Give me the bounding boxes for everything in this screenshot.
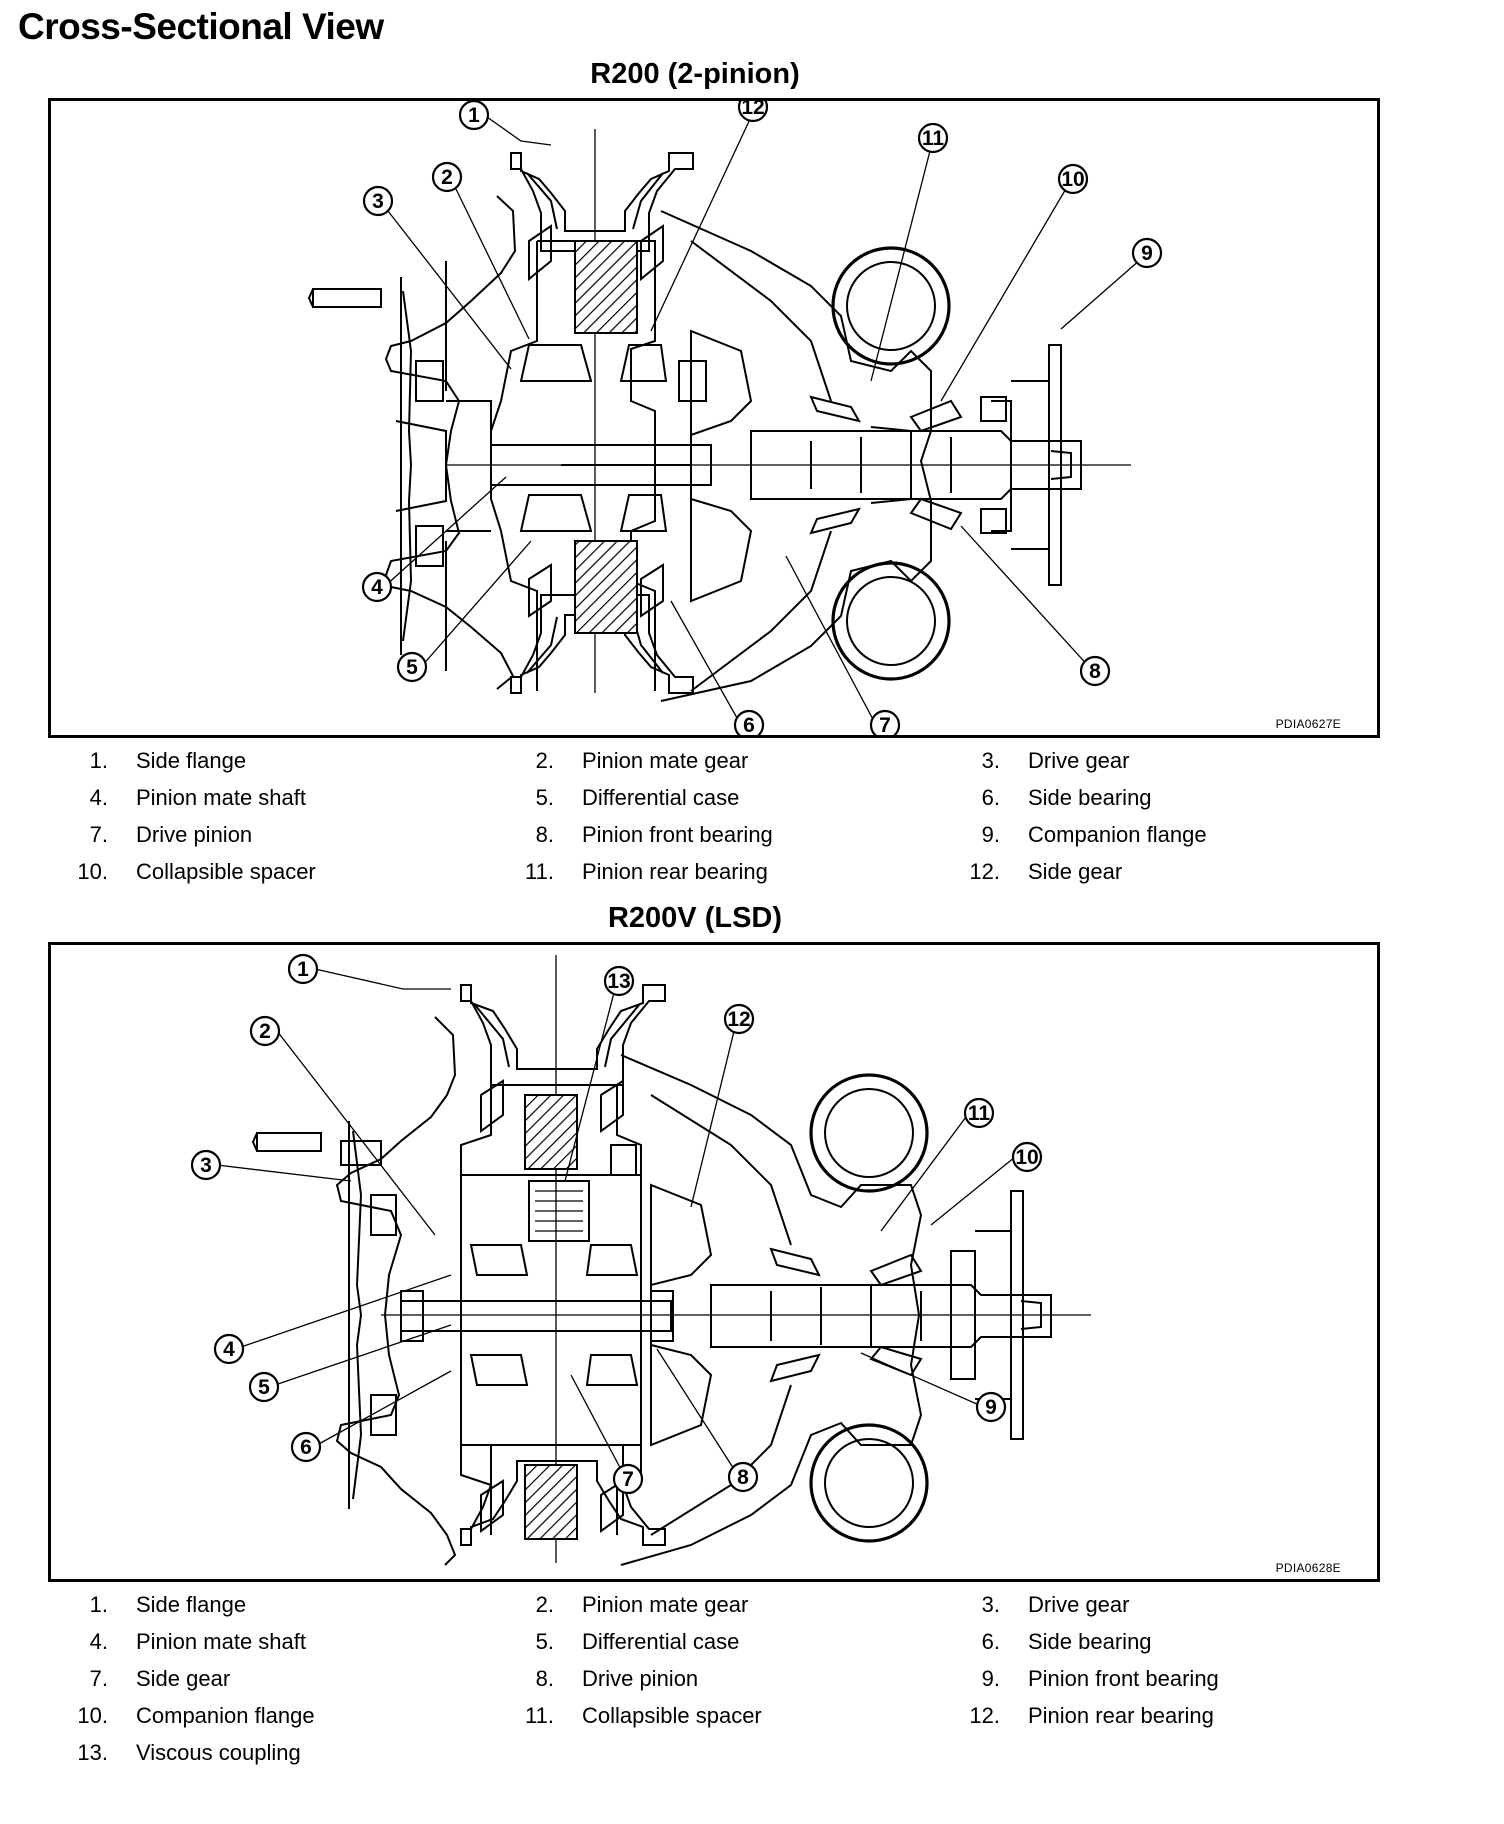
page-title: Cross-Sectional View [18, 6, 384, 47]
svg-text:6: 6 [743, 714, 755, 737]
section-title-r200v: R200V (LSD) [607, 902, 783, 934]
callout-11: 11 [917, 122, 949, 154]
callout-9: 9 [975, 1391, 1007, 1423]
callout-6: 6 [290, 1431, 322, 1463]
legend-item: 2.Pinion mate gear [535, 747, 749, 773]
legend-item: 2.Pinion mate gear [535, 1591, 749, 1617]
figure-code: PDIA0628E [1275, 1561, 1341, 1575]
legend-item: 9.Pinion front bearing [981, 1665, 1219, 1691]
svg-text:9: 9 [985, 1396, 997, 1419]
callout-1: 1 [287, 953, 319, 985]
legend-item: 7.Drive pinion [89, 821, 253, 847]
legend-item: 4.Pinion mate shaft [89, 784, 306, 810]
legend-item: 5.Differential case [535, 784, 740, 810]
cross-section-diagram-r200v: 1 2 3 4 5 6 7 8 9 10 11 12 13 PDIA0628E [48, 942, 1380, 1582]
parts-legend-r200: 1.Side flange 2.Pinion mate gear 3.Drive… [56, 742, 1396, 890]
legend-item: 12.Side gear [969, 858, 1123, 884]
callout-7: 7 [612, 1463, 644, 1495]
legend-item: 5.Differential case [535, 1628, 740, 1654]
callout-4: 4 [213, 1333, 245, 1365]
svg-text:1: 1 [468, 104, 480, 127]
legend-item: 13.Viscous coupling [77, 1739, 301, 1765]
svg-text:6: 6 [300, 1436, 312, 1459]
legend-item: 10.Collapsible spacer [77, 858, 316, 884]
legend-item: 8.Drive pinion [535, 1665, 699, 1691]
callout-5: 5 [396, 651, 428, 683]
callout-3: 3 [190, 1149, 222, 1181]
legend-item: 1.Side flange [89, 1591, 247, 1617]
legend-item: 11.Pinion rear bearing [525, 858, 768, 884]
svg-text:2: 2 [259, 1020, 271, 1043]
legend-item: 11.Collapsible spacer [525, 1702, 762, 1728]
callout-8: 8 [1079, 655, 1111, 687]
legend-item: 12.Pinion rear bearing [969, 1702, 1214, 1728]
legend-item: 7.Side gear [89, 1665, 231, 1691]
legend-item: 9.Companion flange [981, 821, 1207, 847]
callout-4: 4 [361, 571, 393, 603]
svg-text:7: 7 [622, 1468, 634, 1491]
legend-item: 3.Drive gear [981, 747, 1130, 773]
svg-text:3: 3 [372, 190, 384, 213]
callout-10: 10 [1011, 1141, 1043, 1173]
callout-2: 2 [249, 1015, 281, 1047]
r200-drawing: 1 2 3 4 5 6 7 8 9 10 11 12 [307, 101, 1163, 737]
svg-text:11: 11 [922, 127, 945, 150]
callout-8: 8 [727, 1461, 759, 1493]
callout-13: 13 [603, 965, 635, 997]
svg-text:10: 10 [1061, 168, 1084, 191]
parts-legend-r200v: 1.Side flange 2.Pinion mate gear 3.Drive… [56, 1586, 1396, 1771]
svg-text:2: 2 [441, 166, 453, 189]
legend-item: 1.Side flange [89, 747, 247, 773]
callout-1: 1 [458, 101, 490, 131]
svg-text:8: 8 [1089, 660, 1101, 683]
legend-item: 10.Companion flange [77, 1702, 315, 1728]
callout-2: 2 [431, 161, 463, 193]
cross-section-diagram-r200: 1 2 3 4 5 6 7 8 9 10 11 12 PDIA0627E [48, 98, 1380, 738]
legend-item: 6.Side bearing [981, 1628, 1152, 1654]
svg-text:10: 10 [1015, 1146, 1038, 1169]
section-title-r200: R200 (2-pinion) [590, 58, 800, 90]
callout-5: 5 [248, 1371, 280, 1403]
legend-item: 6.Side bearing [981, 784, 1152, 810]
legend-item: 8.Pinion front bearing [535, 821, 773, 847]
svg-text:5: 5 [258, 1376, 270, 1399]
svg-text:7: 7 [879, 714, 891, 737]
svg-text:3: 3 [200, 1154, 212, 1177]
callout-6: 6 [733, 709, 765, 737]
svg-text:12: 12 [727, 1008, 750, 1031]
callout-9: 9 [1131, 237, 1163, 269]
svg-text:4: 4 [223, 1338, 235, 1361]
svg-text:8: 8 [737, 1466, 749, 1489]
callout-11: 11 [963, 1097, 995, 1129]
svg-text:13: 13 [607, 970, 630, 993]
svg-text:12: 12 [741, 101, 764, 119]
svg-text:4: 4 [371, 576, 383, 599]
svg-text:11: 11 [968, 1102, 991, 1125]
callout-3: 3 [362, 185, 394, 217]
legend-item: 4.Pinion mate shaft [89, 1628, 306, 1654]
callout-12: 12 [737, 101, 769, 123]
svg-text:5: 5 [406, 656, 418, 679]
figure-code: PDIA0627E [1275, 717, 1341, 731]
callout-7: 7 [869, 709, 901, 737]
legend-item: 3.Drive gear [981, 1591, 1130, 1617]
svg-text:1: 1 [297, 958, 309, 981]
svg-text:9: 9 [1141, 242, 1153, 265]
callout-10: 10 [1057, 163, 1089, 195]
callout-12: 12 [723, 1003, 755, 1035]
r200v-drawing: 1 2 3 4 5 6 7 8 9 10 11 12 13 [190, 953, 1091, 1566]
